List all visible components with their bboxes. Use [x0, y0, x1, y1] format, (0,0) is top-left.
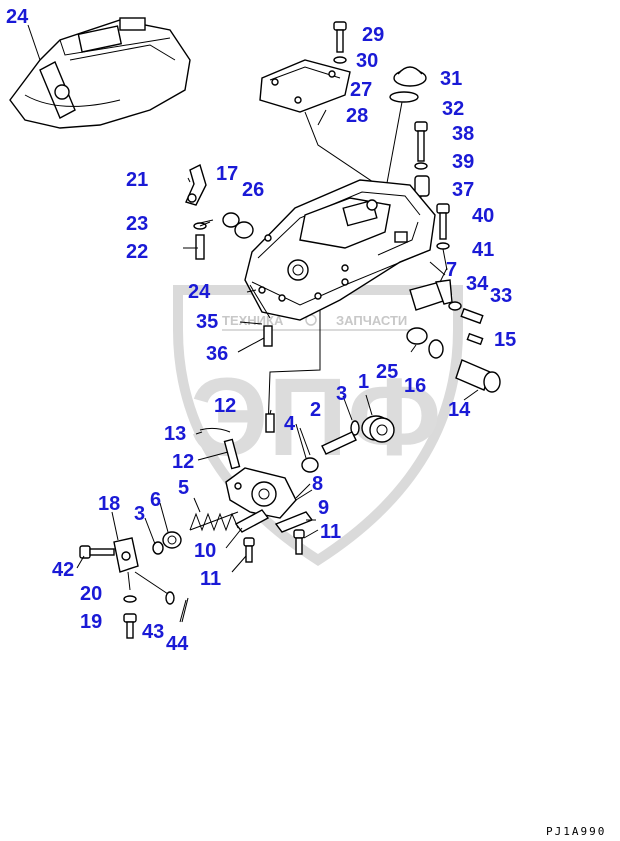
callout-33: 33 [490, 285, 512, 307]
pin-2 [321, 431, 357, 455]
pin-44 [179, 597, 189, 623]
callout-11-right: 11 [320, 521, 341, 543]
callout-43: 43 [142, 621, 164, 643]
callout-37: 37 [452, 179, 474, 201]
inset-assembly [9, 17, 191, 129]
collar-4 [299, 427, 319, 473]
callout-3-lower: 3 [134, 503, 145, 525]
callout-3-upper: 3 [336, 383, 347, 405]
callout-39: 39 [452, 151, 474, 173]
bushing-25 [406, 327, 444, 359]
bushings-17-26 [222, 212, 254, 239]
callout-34: 34 [466, 273, 489, 295]
callout-26: 26 [242, 179, 264, 201]
callout-40: 40 [472, 205, 494, 227]
callout-28: 28 [346, 105, 368, 127]
pin-12b [223, 438, 241, 470]
washer-20 [123, 595, 137, 603]
callout-13: 13 [164, 423, 186, 445]
callout-24-main: 24 [188, 281, 211, 303]
callout-42: 42 [52, 559, 74, 581]
callout-15: 15 [494, 329, 516, 351]
shaft-7 [409, 261, 484, 325]
callout-36: 36 [206, 343, 228, 365]
callout-11-left: 11 [200, 568, 221, 590]
ring-3 [350, 420, 360, 436]
callout-23: 23 [126, 213, 148, 235]
main-housing [244, 179, 436, 431]
callout-44: 44 [166, 633, 189, 655]
callout-7: 7 [446, 259, 457, 281]
callout-29: 29 [362, 24, 384, 46]
callout-10: 10 [194, 540, 216, 562]
callout-38: 38 [452, 123, 474, 145]
watermark-left-text: ТЕХНИКА [222, 313, 284, 328]
callout-6: 6 [150, 489, 161, 511]
callout-12-lower: 12 [172, 451, 194, 473]
bolt-19 [123, 613, 137, 639]
lever-8 [225, 467, 313, 519]
washer-43 [134, 571, 175, 605]
callout-24-inset: 24 [6, 6, 29, 28]
callout-25: 25 [376, 361, 398, 383]
ring-3b [152, 541, 164, 555]
callout-4: 4 [284, 413, 296, 435]
watermark: ЭПФ ТЕХНИКА ЗАПЧАСТИ [173, 285, 463, 566]
callout-16: 16 [404, 375, 426, 397]
callout-27: 27 [350, 79, 372, 101]
callout-5: 5 [178, 477, 189, 499]
callout-18: 18 [98, 493, 120, 515]
pin-14 [455, 332, 501, 393]
callout-12-upper: 12 [214, 395, 236, 417]
callout-30: 30 [356, 50, 378, 72]
bolt-40 [436, 203, 450, 271]
bolt-11b [243, 537, 255, 563]
bracket-18 [113, 537, 139, 591]
callout-14: 14 [448, 399, 471, 421]
bolt-42 [79, 545, 115, 559]
callout-41: 41 [472, 239, 494, 261]
callout-8: 8 [312, 473, 323, 495]
callout-9: 9 [318, 497, 329, 519]
clip-13 [199, 427, 231, 433]
spring-5 [189, 511, 239, 532]
top-cover [259, 59, 386, 191]
callout-1: 1 [358, 371, 369, 393]
cap-31 [381, 66, 427, 211]
plate-10 [234, 509, 270, 533]
callout-35: 35 [196, 311, 218, 333]
callout-17: 17 [216, 163, 238, 185]
callout-20: 20 [80, 583, 102, 605]
callout-21: 21 [126, 169, 148, 191]
roller-1 [361, 415, 395, 443]
callout-32: 32 [442, 98, 464, 120]
bolt-29 [333, 21, 347, 64]
callout-19: 19 [80, 611, 102, 633]
lever-21 [185, 164, 211, 260]
collar-6 [162, 531, 182, 549]
callout-2: 2 [310, 399, 321, 421]
pin-12a [265, 413, 275, 433]
callout-31: 31 [440, 68, 462, 90]
callout-22: 22 [126, 241, 148, 263]
drawing-code: PJ1A990 [546, 825, 606, 838]
callout-labels: 24 29 30 31 27 28 32 38 39 37 40 41 21 1… [6, 6, 516, 655]
leader-lines [27, 24, 479, 573]
watermark-right-text: ЗАПЧАСТИ [336, 313, 407, 328]
bolt-11a [293, 529, 305, 555]
pin-36 [263, 325, 273, 347]
